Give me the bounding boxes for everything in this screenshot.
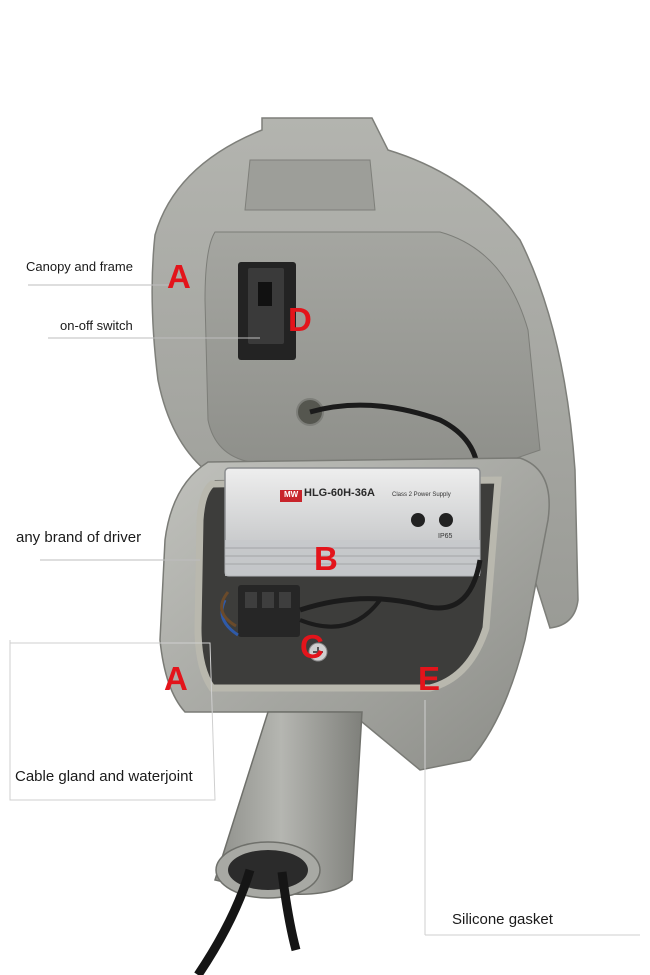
label-silicone-gasket: Silicone gasket	[452, 911, 553, 928]
label-driver: any brand of driver	[16, 529, 142, 546]
marker-e-gasket: E	[418, 660, 441, 697]
marker-a-canopy: A	[167, 258, 191, 295]
leader-gland	[9, 640, 216, 801]
driver-model-text: HLG-60H-36A	[304, 487, 375, 499]
label-cable-gland: Cable gland and waterjoint	[15, 768, 193, 785]
driver-adjust-knob-1	[411, 513, 425, 527]
driver-adjust-knob-2	[439, 513, 453, 527]
driver-brand-text: MW	[284, 490, 299, 499]
driver-fins	[225, 540, 480, 576]
canopy-top-tab	[244, 159, 376, 211]
driver-logo-box	[280, 490, 302, 502]
marker-c-terminal: C	[300, 628, 324, 665]
lid-cable	[309, 402, 481, 481]
driver-spec-text: Class 2 Power Supply	[392, 492, 451, 498]
label-canopy-and-frame: Canopy and frame	[26, 259, 133, 274]
label-on-off-switch: on-off switch	[60, 318, 133, 333]
marker-d-switch: D	[288, 301, 312, 338]
feed-cable-2	[277, 871, 301, 952]
feed-cable-1	[194, 868, 255, 975]
marker-a-housing: A	[164, 660, 188, 697]
driver-ip-rating: IP65	[438, 533, 453, 540]
marker-b-driver: B	[314, 540, 338, 577]
switch-toggle	[258, 282, 272, 306]
silicone-gasket	[194, 476, 502, 692]
